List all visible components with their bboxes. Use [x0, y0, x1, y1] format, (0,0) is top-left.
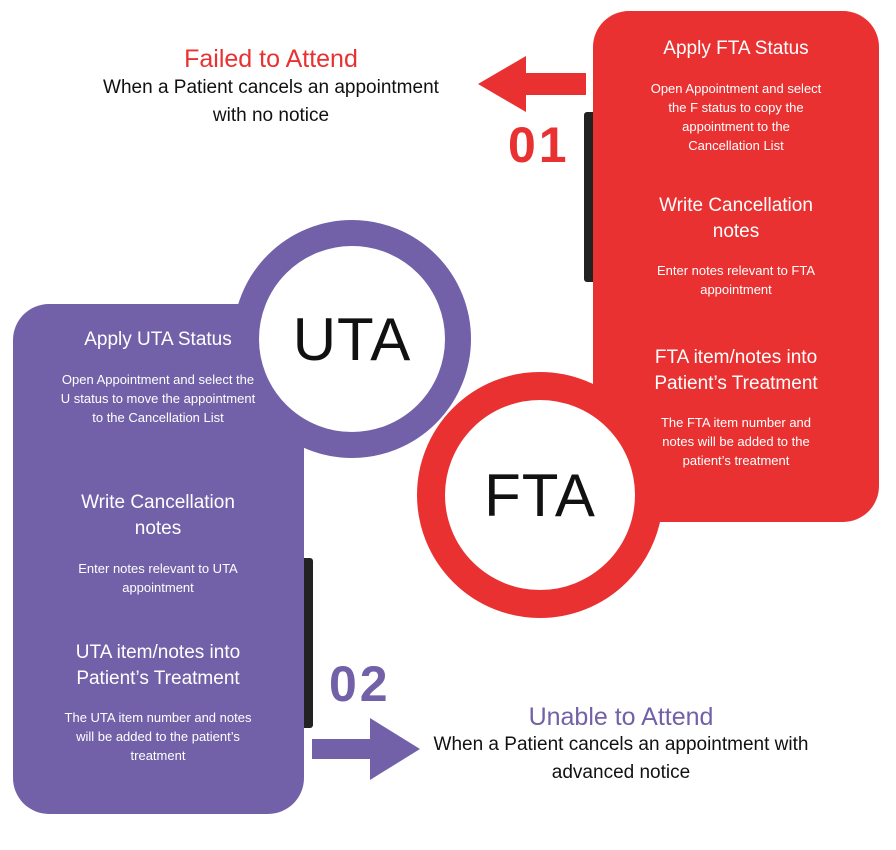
fta-step-3-body: The FTA item number and notes will be ad… [660, 415, 812, 468]
fta-step-2-body: Enter notes relevant to FTA appointment [657, 263, 815, 297]
uta-step-number: 02 [329, 656, 391, 712]
fta-circle: FTA [417, 372, 663, 618]
uta-circle-label: UTA [292, 305, 412, 373]
fta-step-2-heading: Write Cancellation notes [659, 195, 813, 242]
fta-step-1-heading: Apply FTA Status [663, 38, 809, 59]
fta-description: When a Patient cancels an appointment wi… [103, 77, 439, 126]
uta-step-1-heading: Apply UTA Status [84, 329, 232, 350]
fta-arrow-left-icon [478, 56, 586, 112]
uta-step-2-heading: Write Cancellation notes [81, 492, 235, 539]
uta-title: Unable to Attend [528, 703, 714, 731]
fta-step-3-heading: FTA item/notes into Patient’s Treatment [654, 347, 818, 394]
uta-step-1-body: Open Appointment and select the U status… [60, 372, 256, 425]
uta-step-2-body: Enter notes relevant to UTA appointment [78, 561, 238, 595]
uta-arrow-right-icon [312, 718, 420, 780]
uta-step-3-body: The UTA item number and notes will be ad… [64, 710, 252, 763]
uta-description: When a Patient cancels an appointment wi… [433, 734, 809, 783]
fta-step-number: 01 [508, 117, 570, 173]
fta-title: Failed to Attend [184, 45, 358, 73]
fta-circle-label: FTA [484, 461, 596, 529]
uta-step-3-heading: UTA item/notes into Patient’s Treatment [75, 642, 241, 689]
fta-step-1-body: Open Appointment and select the F status… [650, 81, 822, 153]
